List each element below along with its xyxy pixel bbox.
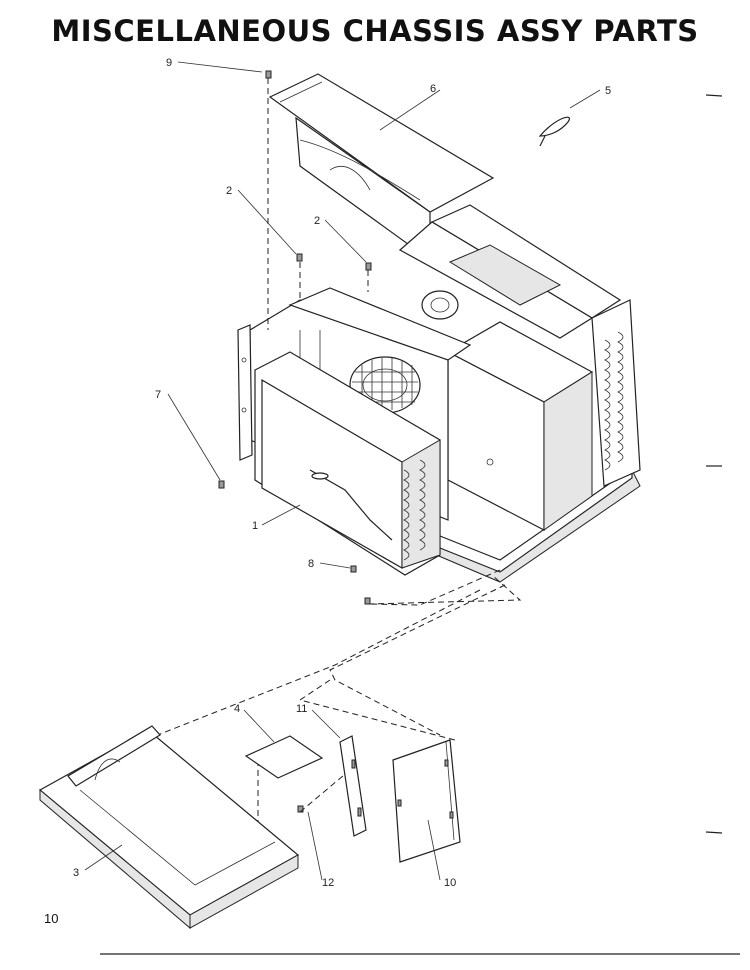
callout-9: 9 [166,57,172,69]
callout-3: 3 [73,867,79,879]
screw-9 [265,70,272,79]
fan-motor [421,290,459,320]
part-10-side-panel [392,739,461,863]
part-3-base-tray [38,725,300,930]
screw-8 [350,565,371,605]
callout-7: 7 [155,389,161,401]
callout-1: 1 [252,520,258,532]
part-6-top-cover [268,73,495,262]
callout-6: 6 [430,83,436,95]
callout-8: 8 [308,558,314,570]
callout-10: 10 [444,877,456,889]
assembly-dashed-lines [149,78,522,845]
callout-11: 11 [296,703,307,715]
leader-lines [84,61,601,881]
callout-12: 12 [322,877,334,889]
screw-7 [218,480,225,489]
screw-2-left [296,253,303,262]
part-5-wire-clip [538,116,571,147]
callout-2a: 2 [226,185,232,197]
page-title: MISCELLANEOUS CHASSIS ASSY PARTS [51,14,699,48]
part-11-bracket [339,735,367,837]
part-1-evaporator-coil [254,351,441,576]
margin-marks [705,94,723,834]
chassis-assembly [237,204,641,583]
callout-5: 5 [605,85,611,97]
callout-labels: 1 2 2 3 4 5 6 7 8 9 10 11 12 [73,57,611,889]
callout-4: 4 [234,703,240,715]
page-number: 10 [44,911,59,926]
screw-2-right [365,262,372,271]
part-4-gasket [244,735,324,779]
callout-2b: 2 [314,215,320,227]
